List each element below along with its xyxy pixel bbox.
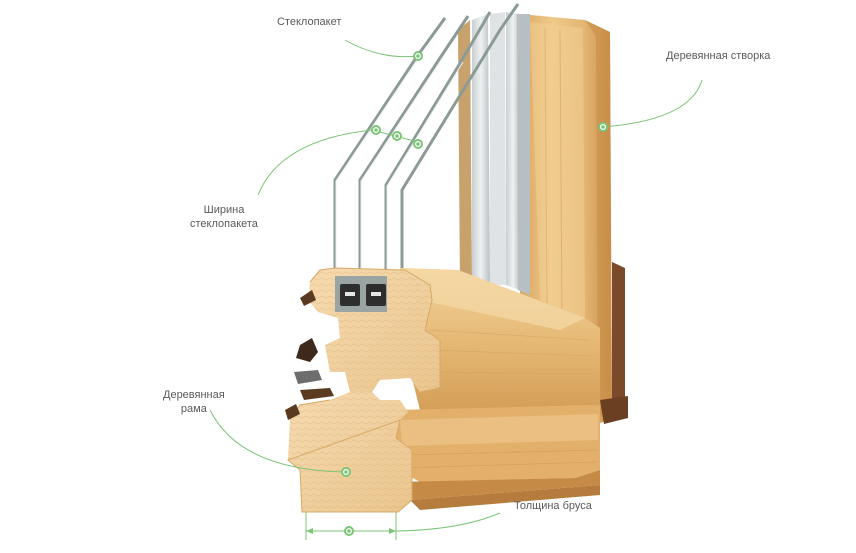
- profile-cross-section: [287, 267, 441, 513]
- glass-unit-outline: [333, 3, 520, 285]
- label-glass-unit-width: Ширина стеклопакета: [190, 204, 258, 230]
- label-glass-unit: Стеклопакет: [277, 16, 342, 28]
- rubber-seals: [285, 290, 334, 420]
- glass-panes: [458, 12, 530, 295]
- leader-wooden-sash: [602, 79, 703, 128]
- label-wooden-sash: Деревянная створка: [666, 50, 771, 62]
- leader-beam-thickness: [395, 512, 501, 532]
- leader-glass-width: [257, 129, 419, 196]
- leader-wooden-frame: [209, 409, 346, 473]
- beam-thickness-dimension: [305, 512, 397, 540]
- leader-glass-unit: [344, 39, 419, 58]
- label-wooden-frame: Деревянная рама: [163, 389, 225, 415]
- label-beam-thickness: Толщина бруса: [514, 500, 592, 512]
- wooden-sash-rail: [400, 268, 600, 410]
- wooden-frame-body: [395, 405, 600, 510]
- glass-unit-spacers: [335, 276, 387, 312]
